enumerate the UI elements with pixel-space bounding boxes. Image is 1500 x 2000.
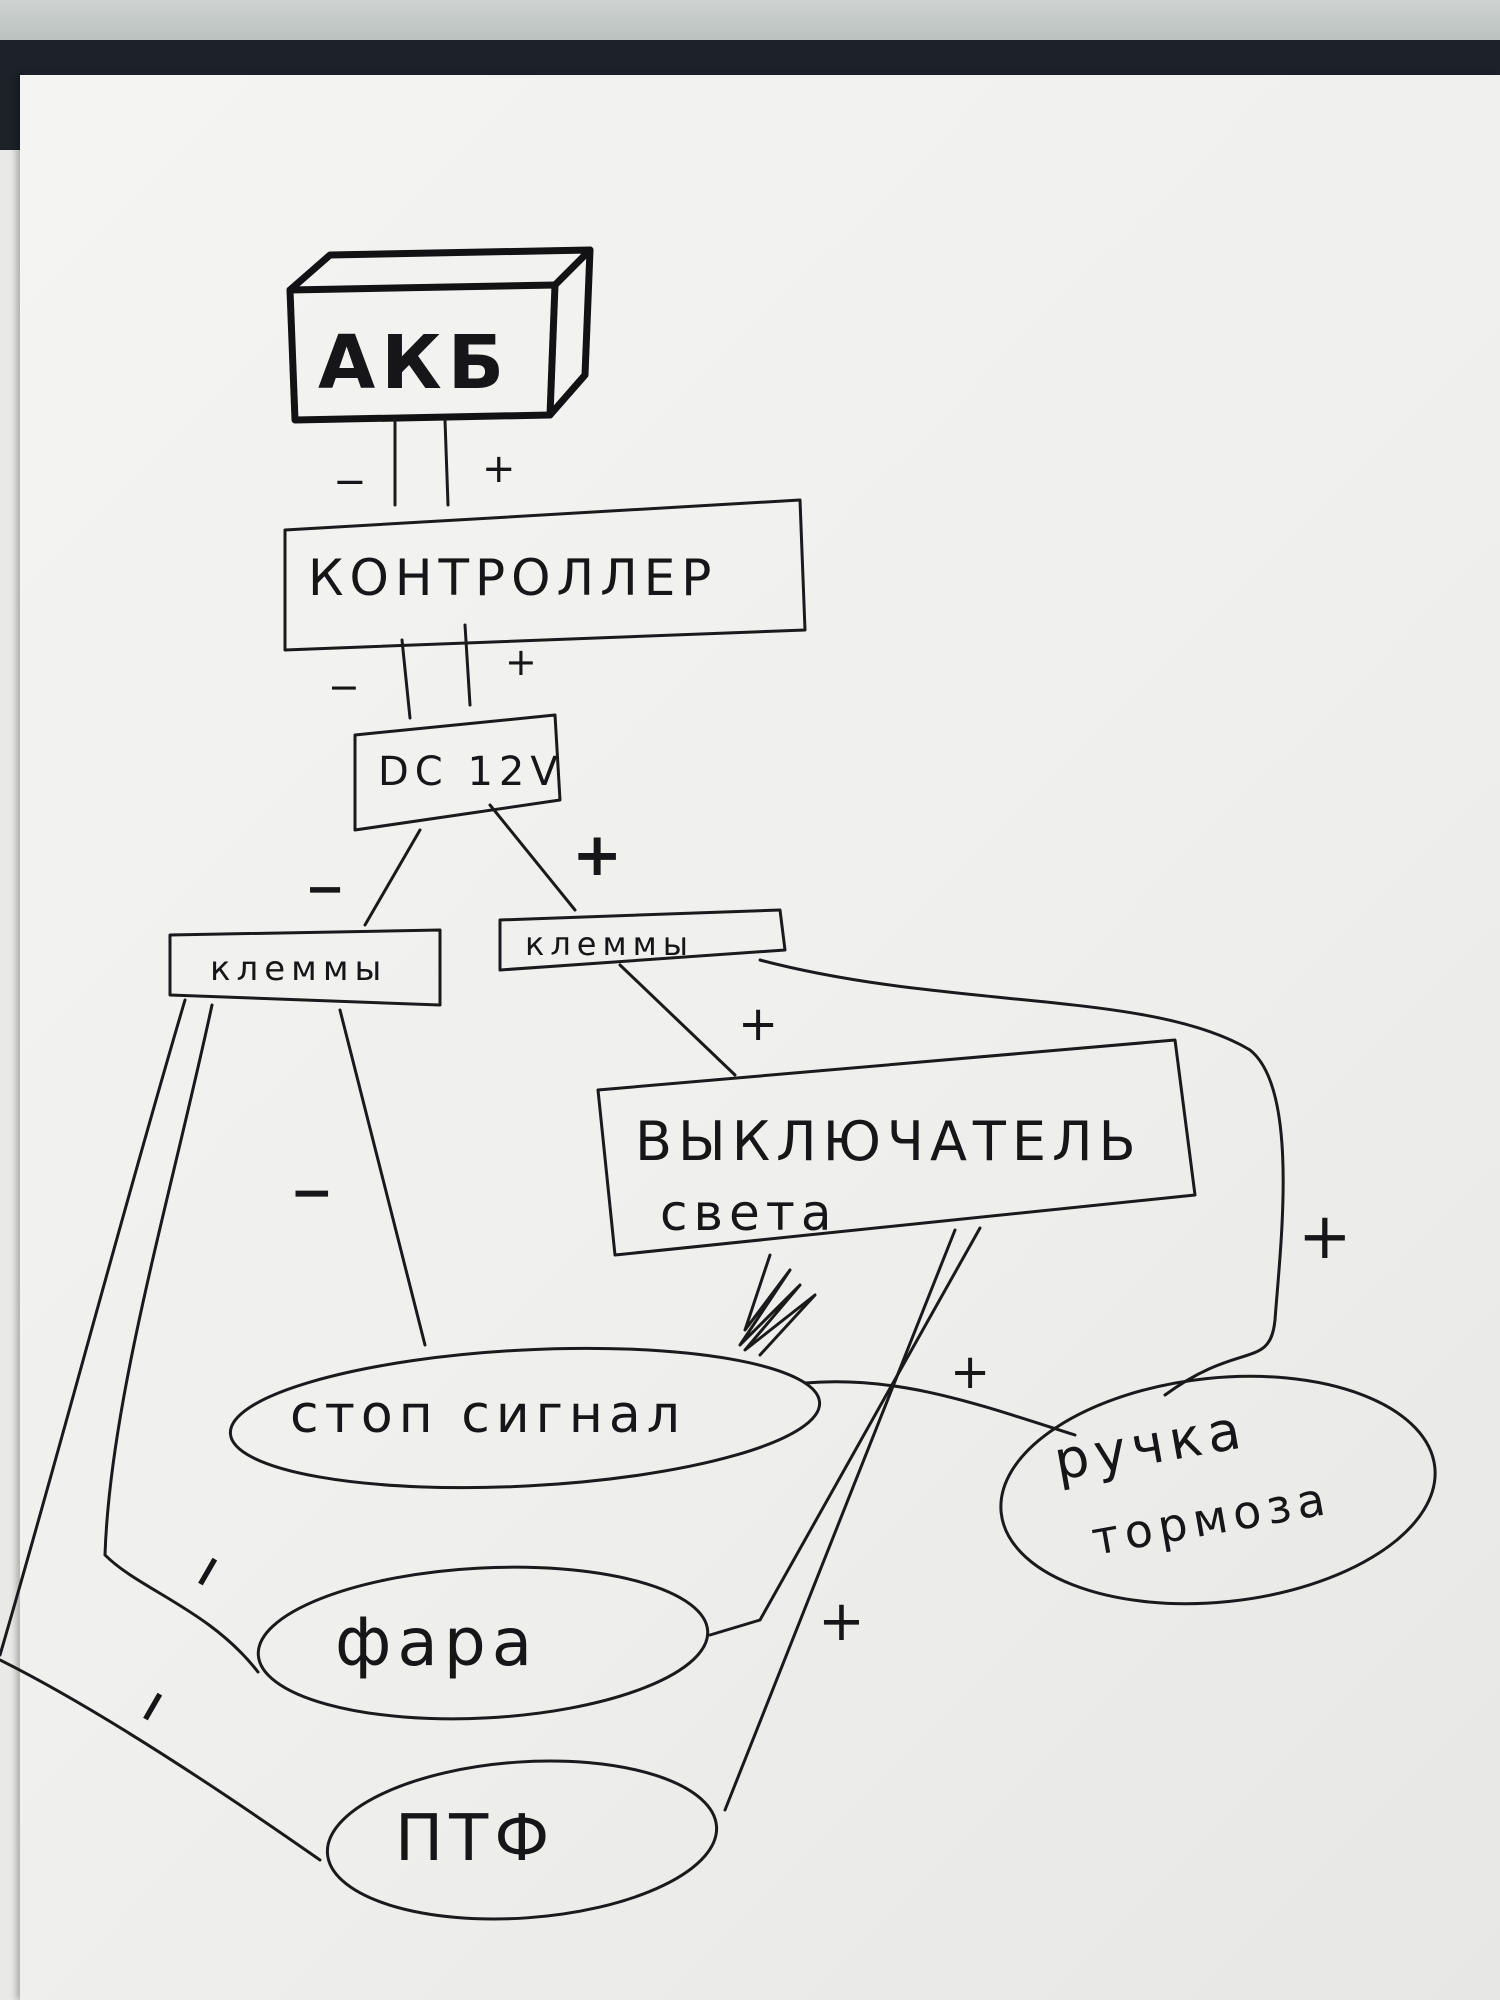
handbrake-label-line2: тормоза bbox=[1088, 1471, 1335, 1566]
fog-light-label: ПТФ bbox=[395, 1802, 555, 1876]
wire-battery-plus bbox=[443, 418, 450, 507]
stop-minus-sign: − bbox=[290, 1163, 340, 1223]
stop-signal-label: стоп сигнал bbox=[290, 1385, 686, 1445]
controller-node: КОНТРОЛЛЕР bbox=[283, 498, 807, 652]
controller-label: КОНТРОЛЛЕР bbox=[308, 549, 717, 607]
stop-signal-node: стоп сигнал bbox=[228, 1346, 822, 1490]
handbrake-plus-sign: + bbox=[1298, 1200, 1358, 1274]
battery-minus-sign: − bbox=[333, 459, 373, 505]
fog-light-node: ПТФ bbox=[325, 1759, 719, 1921]
wire-dc-minus bbox=[363, 828, 422, 927]
ptf-minus-sign: − bbox=[118, 1670, 187, 1736]
dc-plus-sign: + bbox=[572, 820, 628, 890]
wire-controller-minus bbox=[400, 638, 412, 720]
headlight-node: фара bbox=[256, 1565, 710, 1721]
controller-minus-sign: − bbox=[328, 665, 366, 709]
switch-plus-sign: + bbox=[738, 996, 784, 1052]
headlight-minus-sign: − bbox=[173, 1535, 242, 1601]
wire-dc-plus bbox=[488, 803, 577, 912]
headlight-label: фара bbox=[335, 1604, 538, 1681]
paper-sheet bbox=[20, 75, 1500, 2000]
wire-switch-to-headlight bbox=[708, 1226, 982, 1637]
handbrake-node: ручка тормоза bbox=[999, 1374, 1437, 1606]
terminals-minus-label: клеммы bbox=[210, 949, 387, 989]
lights-plus-sign: + bbox=[818, 1589, 871, 1654]
battery-node: АКБ bbox=[286, 246, 594, 424]
battery-label: АКБ bbox=[318, 320, 510, 406]
terminals-plus-node: клеммы bbox=[498, 908, 787, 972]
dc-label: DC 12V bbox=[378, 749, 564, 795]
switch-label-line1: ВЫКЛЮЧАТЕЛЬ bbox=[635, 1110, 1142, 1173]
battery-plus-sign: + bbox=[482, 446, 522, 492]
handbrake-label-line1: ручка bbox=[1049, 1397, 1251, 1493]
controller-plus-sign: + bbox=[505, 640, 543, 684]
terminals-plus-label: клеммы bbox=[525, 925, 694, 963]
light-switch-node: ВЫКЛЮЧАТЕЛЬ света bbox=[596, 1038, 1197, 1257]
wire-terminals-to-handbrake bbox=[758, 958, 1285, 1397]
switch-label-line2: света bbox=[660, 1184, 838, 1242]
wire-terminals-to-ptf bbox=[0, 998, 322, 1862]
wire-terminals-to-switch bbox=[618, 963, 737, 1077]
scribble-mark bbox=[738, 1253, 817, 1357]
wire-switch-to-ptf bbox=[723, 1228, 957, 1812]
wire-controller-plus bbox=[463, 623, 472, 707]
stop-plus-sign: + bbox=[950, 1344, 996, 1400]
dc-minus-sign: − bbox=[305, 861, 351, 917]
dc-converter-node: DC 12V bbox=[353, 713, 564, 832]
wire-terminals-to-stop bbox=[338, 1008, 427, 1347]
terminals-minus-node: клеммы bbox=[168, 928, 442, 1007]
wire-stop-to-handbrake bbox=[803, 1380, 1077, 1437]
wire-terminals-to-headlight bbox=[103, 1003, 260, 1674]
